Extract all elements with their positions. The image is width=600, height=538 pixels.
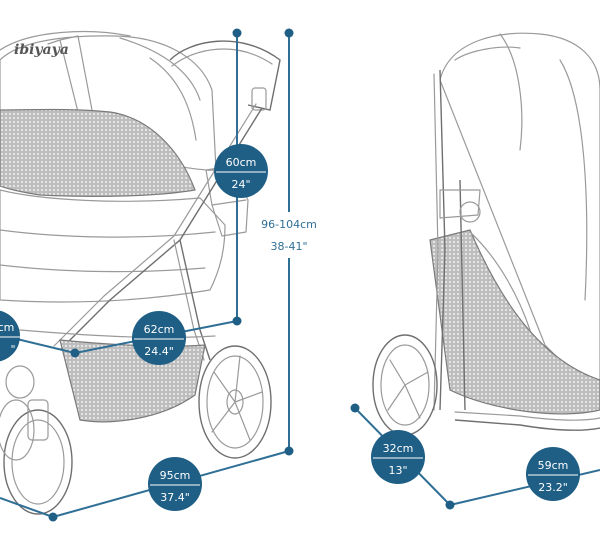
dimension-endpoint <box>284 28 294 38</box>
badge-folded-depth: 32cm 13" <box>371 430 425 484</box>
length-metric: 95cm <box>160 469 191 482</box>
front-width-imperial: " <box>10 343 15 356</box>
label-total-height: 96-104cm 38-41" <box>250 212 330 258</box>
folded-length-metric: 59cm <box>538 459 569 472</box>
seat-width-metric: 62cm <box>144 323 175 336</box>
length-imperial: 37.4" <box>160 491 190 504</box>
stroller-folded-illustration <box>372 32 600 436</box>
folded-depth-imperial: 13" <box>388 464 407 477</box>
seat-width-imperial: 24.4" <box>144 345 174 358</box>
total-height-metric: 96-104cm <box>261 218 317 231</box>
folded-depth-metric: 32cm <box>383 442 414 455</box>
handle-height-imperial: 24" <box>231 178 250 191</box>
dimension-endpoint <box>48 512 58 522</box>
badge-handle-height: 60cm 24" <box>214 144 268 198</box>
brand-logo: ibiyaya <box>14 42 69 58</box>
dimension-endpoint <box>70 348 80 358</box>
dimension-endpoint <box>350 403 360 413</box>
handle-height-metric: 60cm <box>226 156 257 169</box>
badge-folded-length: 59cm 23.2" <box>526 447 580 501</box>
total-height-imperial: 38-41" <box>270 240 307 253</box>
badge-front-width: cm " <box>0 310 20 362</box>
badge-seat-width: 62cm 24.4" <box>132 311 186 365</box>
dimension-endpoint <box>445 500 455 510</box>
dimension-endpoint <box>232 28 242 38</box>
folded-length-imperial: 23.2" <box>538 481 568 494</box>
front-width-metric: cm <box>0 321 14 334</box>
dimension-endpoint <box>284 446 294 456</box>
dimension-endpoint <box>232 316 242 326</box>
badge-length: 95cm 37.4" <box>148 457 202 511</box>
